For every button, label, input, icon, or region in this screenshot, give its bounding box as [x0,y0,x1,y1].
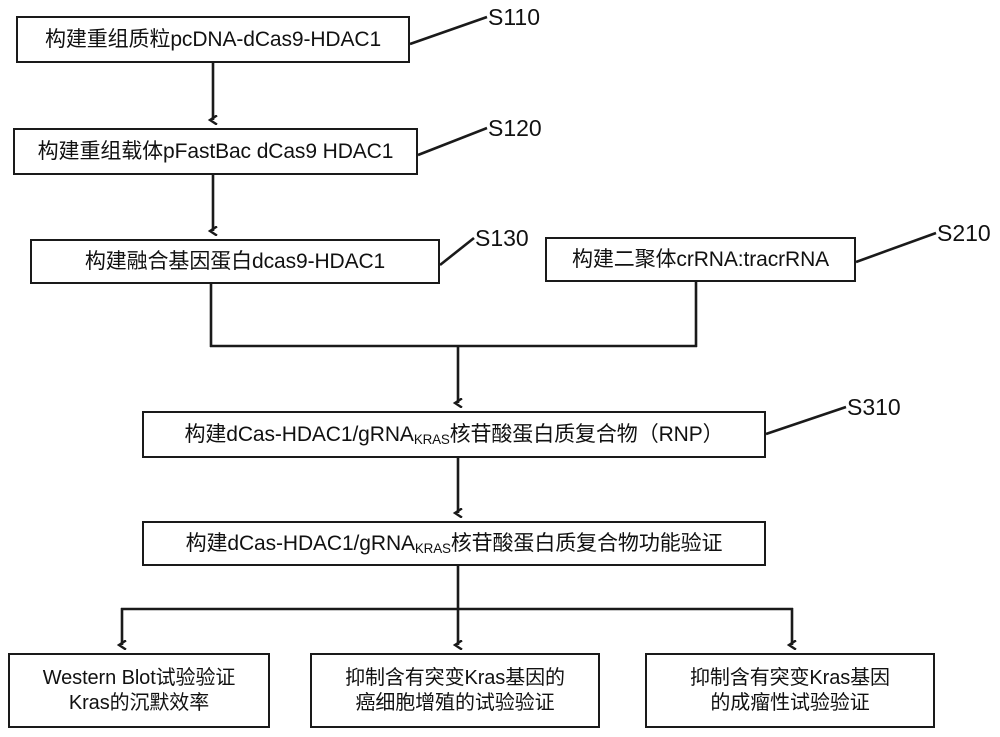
node-s310-label: 构建dCas-HDAC1/gRNAKRAS核苷酸蛋白质复合物（RNP） [178,422,729,448]
node-result-1[interactable]: Western Blot试验验证 Kras的沉默效率 [8,653,270,728]
node-s110-label: 构建重组质粒pcDNA-dCas9-HDAC1 [44,27,382,51]
node-result-3-line1: 抑制含有突变Kras基因 [690,667,890,690]
node-result-1-line1: Western Blot试验验证 [42,667,236,690]
step-label-s130: S130 [475,225,529,251]
step-label-s210: S210 [937,220,991,246]
node-result-2-line2: 癌细胞增殖的试验验证 [355,691,555,714]
node-s210[interactable]: 构建二聚体crRNA:tracrRNA [545,237,856,282]
node-s310-subscript: KRAS [413,432,450,448]
step-label-s310: S310 [847,394,901,420]
node-s120[interactable]: 构建重组载体pFastBac dCas9 HDAC1 [13,128,418,175]
step-label-s110: S110 [488,4,541,30]
node-s410-prefix: 构建dCas-HDAC1/gRNA [185,531,415,555]
node-s410-subscript: KRAS [414,541,451,557]
node-result-3[interactable]: 抑制含有突变Kras基因 的成瘤性试验验证 [645,653,935,728]
node-s130-label: 构建融合基因蛋白dcas9-HDAC1 [84,249,386,273]
node-s130[interactable]: 构建融合基因蛋白dcas9-HDAC1 [30,239,440,284]
node-s110[interactable]: 构建重组质粒pcDNA-dCas9-HDAC1 [16,16,410,63]
node-s210-label: 构建二聚体crRNA:tracrRNA [571,247,830,271]
node-s310[interactable]: 构建dCas-HDAC1/gRNAKRAS核苷酸蛋白质复合物（RNP） [142,411,766,458]
node-result-2-line1: 抑制含有突变Kras基因的 [345,667,565,690]
step-label-s120: S120 [488,115,542,141]
node-s120-label: 构建重组载体pFastBac dCas9 HDAC1 [37,139,394,163]
node-result-1-line2: Kras的沉默效率 [68,691,210,714]
node-s310-prefix: 构建dCas-HDAC1/gRNA [184,422,414,446]
node-s410-label: 构建dCas-HDAC1/gRNAKRAS核苷酸蛋白质复合物功能验证 [180,531,729,557]
node-s410-suffix: 核苷酸蛋白质复合物功能验证 [450,531,723,555]
node-result-3-line2: 的成瘤性试验验证 [710,691,870,714]
leader-line-s120 [417,126,488,157]
leader-line-s110 [409,15,488,46]
node-result-2[interactable]: 抑制含有突变Kras基因的 癌细胞增殖的试验验证 [310,653,600,728]
node-s410[interactable]: 构建dCas-HDAC1/gRNAKRAS核苷酸蛋白质复合物功能验证 [142,521,766,566]
leader-line-s130 [439,236,475,267]
leader-line-s210 [855,231,937,264]
leader-line-s310 [765,405,847,436]
node-s310-suffix: 核苷酸蛋白质复合物（RNP） [449,422,724,446]
